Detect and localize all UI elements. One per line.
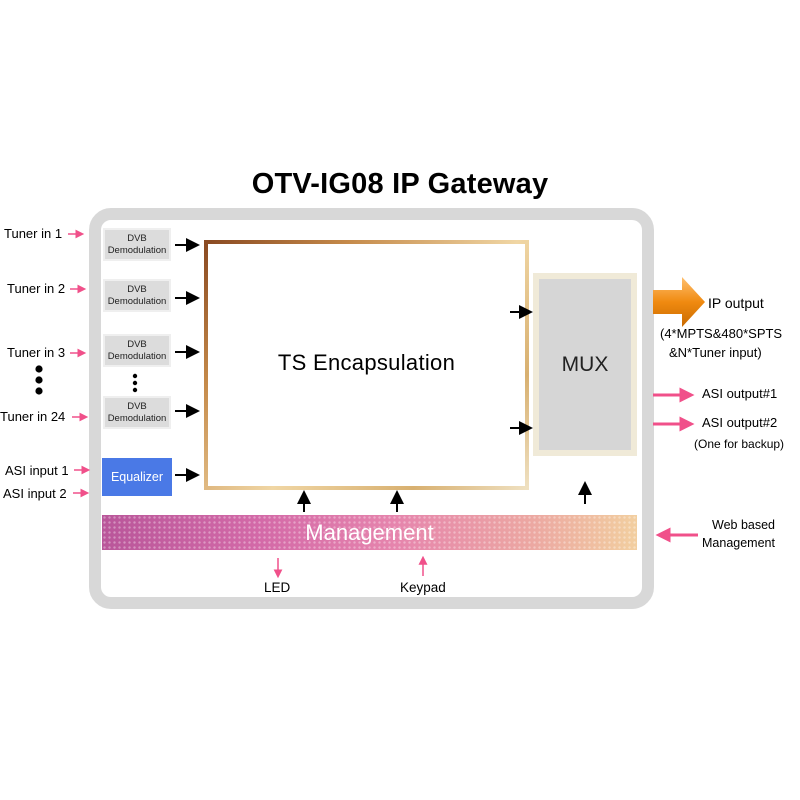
ellipsis-dot bbox=[132, 380, 138, 386]
mux-label: MUX bbox=[561, 352, 609, 376]
dvb-demodulation-box-3: DVB Demodulation bbox=[103, 334, 171, 367]
ip-output-detail-1: (4*MPTS&480*SPTS bbox=[660, 326, 783, 341]
tuner-in-24-label: Tuner in 24 bbox=[0, 409, 66, 424]
tuner-in-1-label: Tuner in 1 bbox=[4, 226, 63, 241]
ellipsis-dot bbox=[35, 365, 43, 373]
demod-line-1: DVB bbox=[127, 284, 147, 295]
ellipsis-dot bbox=[35, 376, 43, 384]
asi-input-1-label: ASI input 1 bbox=[5, 463, 69, 478]
tuner-in-3-label: Tuner in 3 bbox=[7, 345, 66, 360]
ip-output-arrow bbox=[653, 277, 705, 327]
demod-line-2: Demodulation bbox=[107, 413, 167, 424]
keypad-label: Keypad bbox=[400, 580, 446, 595]
dvb-demodulation-box-1: DVB Demodulation bbox=[103, 228, 171, 261]
ts-encapsulation-label: TS Encapsulation bbox=[277, 350, 456, 375]
web-management-label-2: Management bbox=[702, 536, 775, 550]
demod-line-1: DVB bbox=[127, 401, 147, 412]
demod-line-2: Demodulation bbox=[107, 245, 167, 256]
dvb-demodulation-box-24: DVB Demodulation bbox=[103, 396, 171, 429]
diagram-title: OTV-IG08 IP Gateway bbox=[251, 168, 549, 200]
led-label: LED bbox=[264, 580, 291, 595]
web-management-label-1: Web based bbox=[712, 518, 776, 532]
asi-output-1-label: ASI output#1 bbox=[702, 386, 778, 401]
ip-output-label: IP output bbox=[708, 295, 764, 311]
asi-input-2-label: ASI input 2 bbox=[3, 486, 67, 501]
tuner-in-2-label: Tuner in 2 bbox=[7, 281, 66, 296]
demod-line-1: DVB bbox=[127, 233, 147, 244]
demod-line-1: DVB bbox=[127, 339, 147, 350]
management-bar: Management bbox=[102, 515, 637, 550]
mux-box: MUX bbox=[533, 273, 637, 456]
equalizer-box: Equalizer bbox=[102, 458, 172, 496]
ellipsis-dot bbox=[132, 387, 138, 393]
ts-encapsulation-box bbox=[204, 240, 529, 490]
demod-line-2: Demodulation bbox=[107, 351, 167, 362]
management-label: Management bbox=[305, 519, 434, 545]
demod-line-2: Demodulation bbox=[107, 296, 167, 307]
asi-output-2-label: ASI output#2 bbox=[702, 415, 778, 430]
dvb-demodulation-box-2: DVB Demodulation bbox=[103, 279, 171, 312]
ellipsis-dot bbox=[35, 387, 43, 395]
backup-note: (One for backup) bbox=[694, 437, 785, 451]
ellipsis-dot bbox=[132, 373, 138, 379]
ip-output-detail-2: &N*Tuner input) bbox=[669, 345, 762, 360]
